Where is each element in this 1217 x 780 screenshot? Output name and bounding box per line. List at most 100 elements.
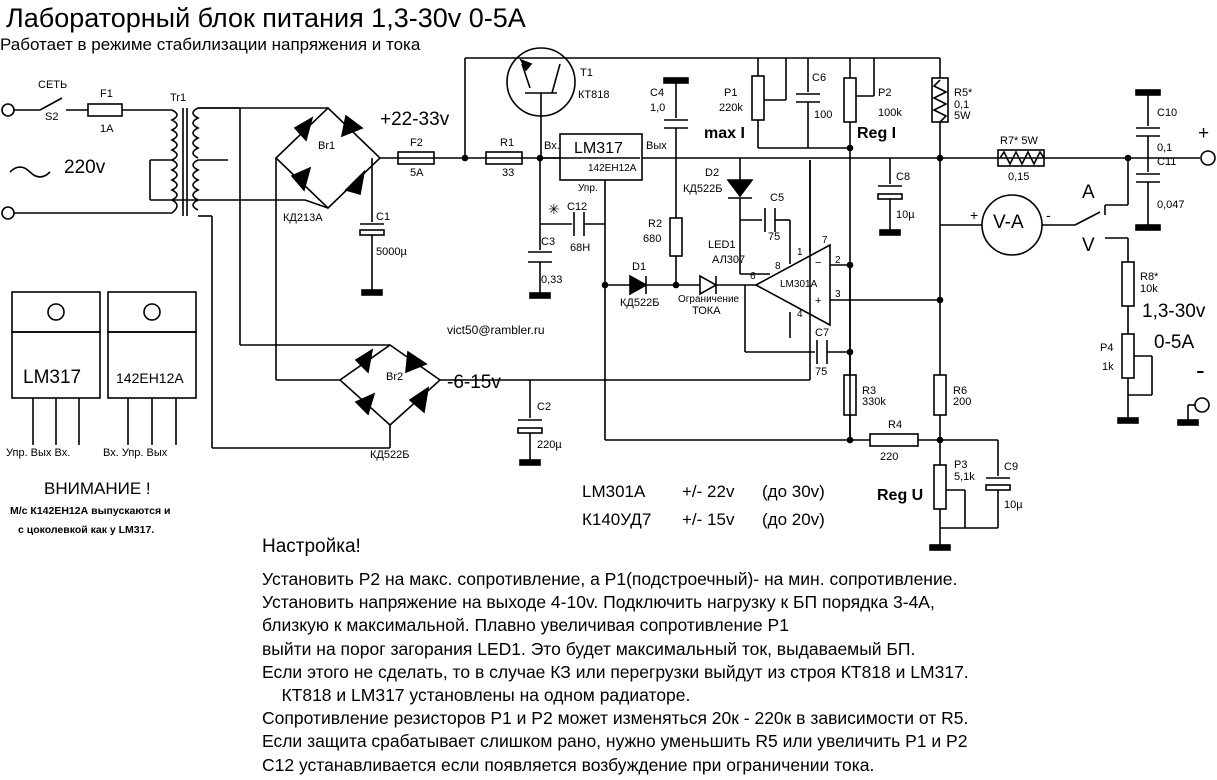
label-br1-part: КД213А <box>283 212 323 224</box>
f2-r1 <box>397 151 544 165</box>
p1-c6-p2 <box>751 58 875 440</box>
label-c5: C5 <box>770 192 785 204</box>
page-subtitle: Работает в режиме стабилизации напряжени… <box>0 35 421 54</box>
label-t1-part: КТ818 <box>578 89 610 101</box>
label-br2-voltage: -6-15v <box>447 372 501 393</box>
label-c9: C9 <box>1004 461 1019 473</box>
lm317-regulator <box>540 133 1200 441</box>
label-t1: T1 <box>580 67 593 79</box>
setup-line: Если этого не сделать, то в случае КЗ ил… <box>262 661 969 682</box>
label-c8-val: 10µ <box>896 209 915 221</box>
label-p4-val: 1k <box>1102 361 1114 373</box>
r5-shunt <box>931 58 949 162</box>
label-r1-val: 33 <box>502 167 515 179</box>
label-c1: C1 <box>376 211 391 223</box>
label-c5-val: 75 <box>768 231 781 243</box>
label-output-minus: - <box>1196 355 1205 385</box>
label-p1: P1 <box>724 87 738 99</box>
label-tr1: Tr1 <box>170 92 187 104</box>
label-pin-7: 7 <box>822 235 828 246</box>
label-d1-part: КД522Б <box>620 297 660 309</box>
label-meter-plus: + <box>970 207 979 223</box>
label-output-voltage: 1,3-30v <box>1142 301 1206 322</box>
warning-line2: с цоколевкой как у LM317. <box>18 524 155 536</box>
c4 <box>663 77 689 158</box>
warning-title: ВНИМАНИЕ ! <box>44 479 151 498</box>
opamp-row-1-max: (до 30v) <box>762 482 825 501</box>
opamp-network <box>601 158 944 444</box>
label-f1-val: 1A <box>100 123 114 135</box>
label-p2-val: 100k <box>878 107 902 119</box>
label-c11: C11 <box>1157 156 1177 168</box>
va-meter <box>940 158 1129 262</box>
label-r4: R4 <box>888 419 903 431</box>
label-c10: C10 <box>1157 107 1178 119</box>
label-meter-minus: - <box>1046 207 1051 223</box>
label-switch-v: V <box>1082 235 1095 256</box>
label-c2-val: 220µ <box>537 439 562 451</box>
label-r6-val: 200 <box>953 396 972 408</box>
bridge-br2 <box>276 160 811 448</box>
label-lm317-in: Вх. <box>544 140 560 152</box>
label-br2: Br2 <box>386 371 404 383</box>
label-r5-val2: 5W <box>954 110 971 122</box>
label-d2: D2 <box>705 167 720 179</box>
label-c4-val: 1,0 <box>650 102 666 114</box>
label-output-plus: + <box>1198 123 1210 144</box>
label-reg-u: Reg U <box>877 487 924 504</box>
label-c9-val: 10µ <box>1004 499 1023 511</box>
label-r7: R7* 5W <box>1000 135 1038 147</box>
label-lm317-alt: 142ЕН12А <box>588 163 637 174</box>
opamp-row-2-name: К140УД7 <box>582 510 652 529</box>
label-f2: F2 <box>410 137 423 149</box>
label-c8: C8 <box>896 171 911 183</box>
opamp-row-2-supply: +/- 15v <box>682 510 735 529</box>
c10-c11 <box>1135 89 1161 231</box>
label-c4: C4 <box>650 87 665 99</box>
setup-line: КТ818 и LM317 установлены на одном радиа… <box>262 685 691 706</box>
package-label-lm317: LM317 <box>23 367 82 388</box>
package-pins-right: Вх. Упр. Вых <box>103 447 168 459</box>
bridge-br1 <box>198 106 640 380</box>
label-c1-val: 5000µ <box>376 246 407 258</box>
c1 <box>359 158 385 296</box>
label-r5-val1: 0,1 <box>954 99 970 111</box>
label-p4: P4 <box>1100 342 1114 354</box>
t1-transistor <box>464 47 940 158</box>
label-pin-8: 8 <box>775 261 781 272</box>
label-br2-part: КД522Б <box>370 449 410 461</box>
label-c6-val: 100 <box>814 109 833 121</box>
label-p3-val: 5,1k <box>954 471 975 483</box>
label-c3-val: 0,33 <box>541 274 563 286</box>
label-c12-mark: ✳ <box>548 201 560 217</box>
label-s2: S2 <box>45 111 59 123</box>
label-r3: R3 <box>862 385 877 397</box>
label-pin-4: 4 <box>797 309 803 320</box>
label-c10-val: 0,1 <box>1157 142 1173 154</box>
opamp-row-1-name: LM301A <box>582 482 646 501</box>
label-c2: C2 <box>537 401 552 413</box>
label-reg-i: Reg I <box>857 125 897 142</box>
label-f2-val: 5A <box>410 167 424 179</box>
label-lm317: LM317 <box>574 140 623 157</box>
page-title: Лабораторный блок питания 1,3-30v 0-5A <box>6 3 526 33</box>
setup-line: близкую к максимальной. Плавно увеличива… <box>262 615 789 636</box>
package-label-kren: 142ЕН12А <box>116 370 184 386</box>
label-led1-part: АЛ307 <box>712 254 746 266</box>
warning-line1: М/с К142ЕН12А выпускаются и <box>10 505 171 517</box>
setup-line: Установить Р2 на макс. сопротивление, а … <box>262 569 958 589</box>
label-r6: R6 <box>953 385 968 397</box>
label-pin-3: 3 <box>835 289 841 300</box>
label-r8-val: 10k <box>1140 283 1158 295</box>
label-p2: P2 <box>878 87 892 99</box>
setup-title: Настройка! <box>262 536 361 557</box>
label-c12-val: 68Н <box>570 242 591 254</box>
label-r8: R8* <box>1140 271 1159 283</box>
label-c7: C7 <box>815 327 830 339</box>
author-email: vict50@rambler.ru <box>447 323 545 337</box>
label-d1: D1 <box>632 261 647 273</box>
label-lm317-adj: Упр. <box>578 183 598 194</box>
setup-line: Сопротивление резисторов Р1 и Р2 может и… <box>262 708 969 729</box>
label-max-i: max I <box>704 125 745 142</box>
label-p1-val: 220k <box>719 102 743 114</box>
